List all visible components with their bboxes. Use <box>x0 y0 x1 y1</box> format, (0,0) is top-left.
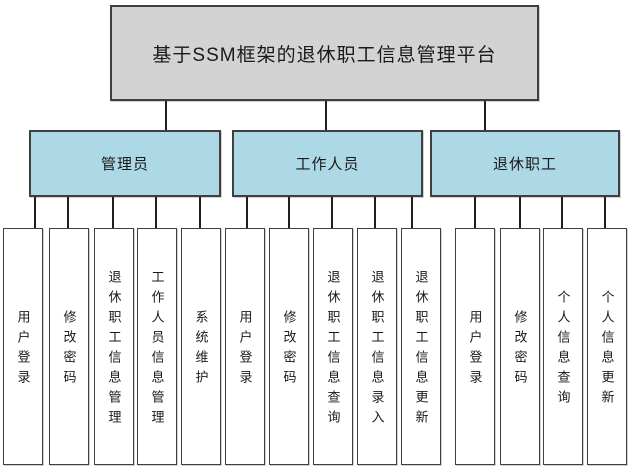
leaf-label: 修改密码 <box>281 310 297 390</box>
connector-line <box>34 197 36 228</box>
leaf-node: 个人信息更新 <box>587 228 627 465</box>
leaf-node: 工作人员信息管理 <box>137 228 177 465</box>
connector-line <box>155 197 157 228</box>
leaf-node: 修改密码 <box>49 228 89 465</box>
leaf-label: 个人信息更新 <box>599 290 615 410</box>
connector-line <box>112 197 114 228</box>
leaf-node: 用户登录 <box>3 228 43 465</box>
leaf-label: 退休职工信息查询 <box>325 270 341 430</box>
connector-line <box>288 197 290 228</box>
branch-label: 退休职工 <box>492 156 557 173</box>
leaf-node: 修改密码 <box>500 228 540 465</box>
leaf-label: 退休职工信息录入 <box>369 270 385 430</box>
leaf-node: 用户登录 <box>455 228 495 465</box>
connector-line <box>199 197 201 228</box>
branch-label: 管理员 <box>100 156 149 173</box>
leaf-node: 个人信息查询 <box>543 228 583 465</box>
branch-node-staff: 工作人员 <box>232 130 423 197</box>
connector-line <box>246 197 248 228</box>
leaf-label: 用户登录 <box>15 310 31 390</box>
root-node: 基于SSM框架的退休职工信息管理平台 <box>110 5 539 101</box>
leaf-label: 工作人员信息管理 <box>149 270 165 430</box>
connector-line <box>561 197 563 228</box>
connector-line <box>519 197 521 228</box>
connector-line <box>604 197 606 228</box>
connector-line <box>165 101 167 130</box>
connector-line <box>325 101 327 130</box>
leaf-node: 退休职工信息录入 <box>357 228 397 465</box>
leaf-node: 修改密码 <box>269 228 309 465</box>
leaf-label: 个人信息查询 <box>555 290 571 410</box>
leaf-label: 用户登录 <box>467 310 483 390</box>
connector-line <box>411 197 413 228</box>
connector-line <box>484 101 486 130</box>
branch-label: 工作人员 <box>295 156 360 173</box>
branch-node-retiree: 退休职工 <box>430 130 620 197</box>
leaf-label: 修改密码 <box>61 310 77 390</box>
leaf-node: 退休职工信息更新 <box>401 228 441 465</box>
leaf-label: 退休职工信息更新 <box>413 270 429 430</box>
connector-line <box>331 197 333 228</box>
leaf-node: 系统维护 <box>181 228 221 465</box>
leaf-node: 退休职工信息查询 <box>313 228 353 465</box>
leaf-node: 用户登录 <box>225 228 265 465</box>
connector-line <box>67 197 69 228</box>
leaf-label: 用户登录 <box>237 310 253 390</box>
leaf-label: 退休职工信息管理 <box>106 270 122 430</box>
root-label: 基于SSM框架的退休职工信息管理平台 <box>152 44 497 66</box>
leaf-label: 修改密码 <box>512 310 528 390</box>
leaf-label: 系统维护 <box>193 310 209 390</box>
connector-line <box>474 197 476 228</box>
branch-node-admin: 管理员 <box>29 130 221 197</box>
leaf-node: 退休职工信息管理 <box>94 228 134 465</box>
connector-line <box>374 197 376 228</box>
